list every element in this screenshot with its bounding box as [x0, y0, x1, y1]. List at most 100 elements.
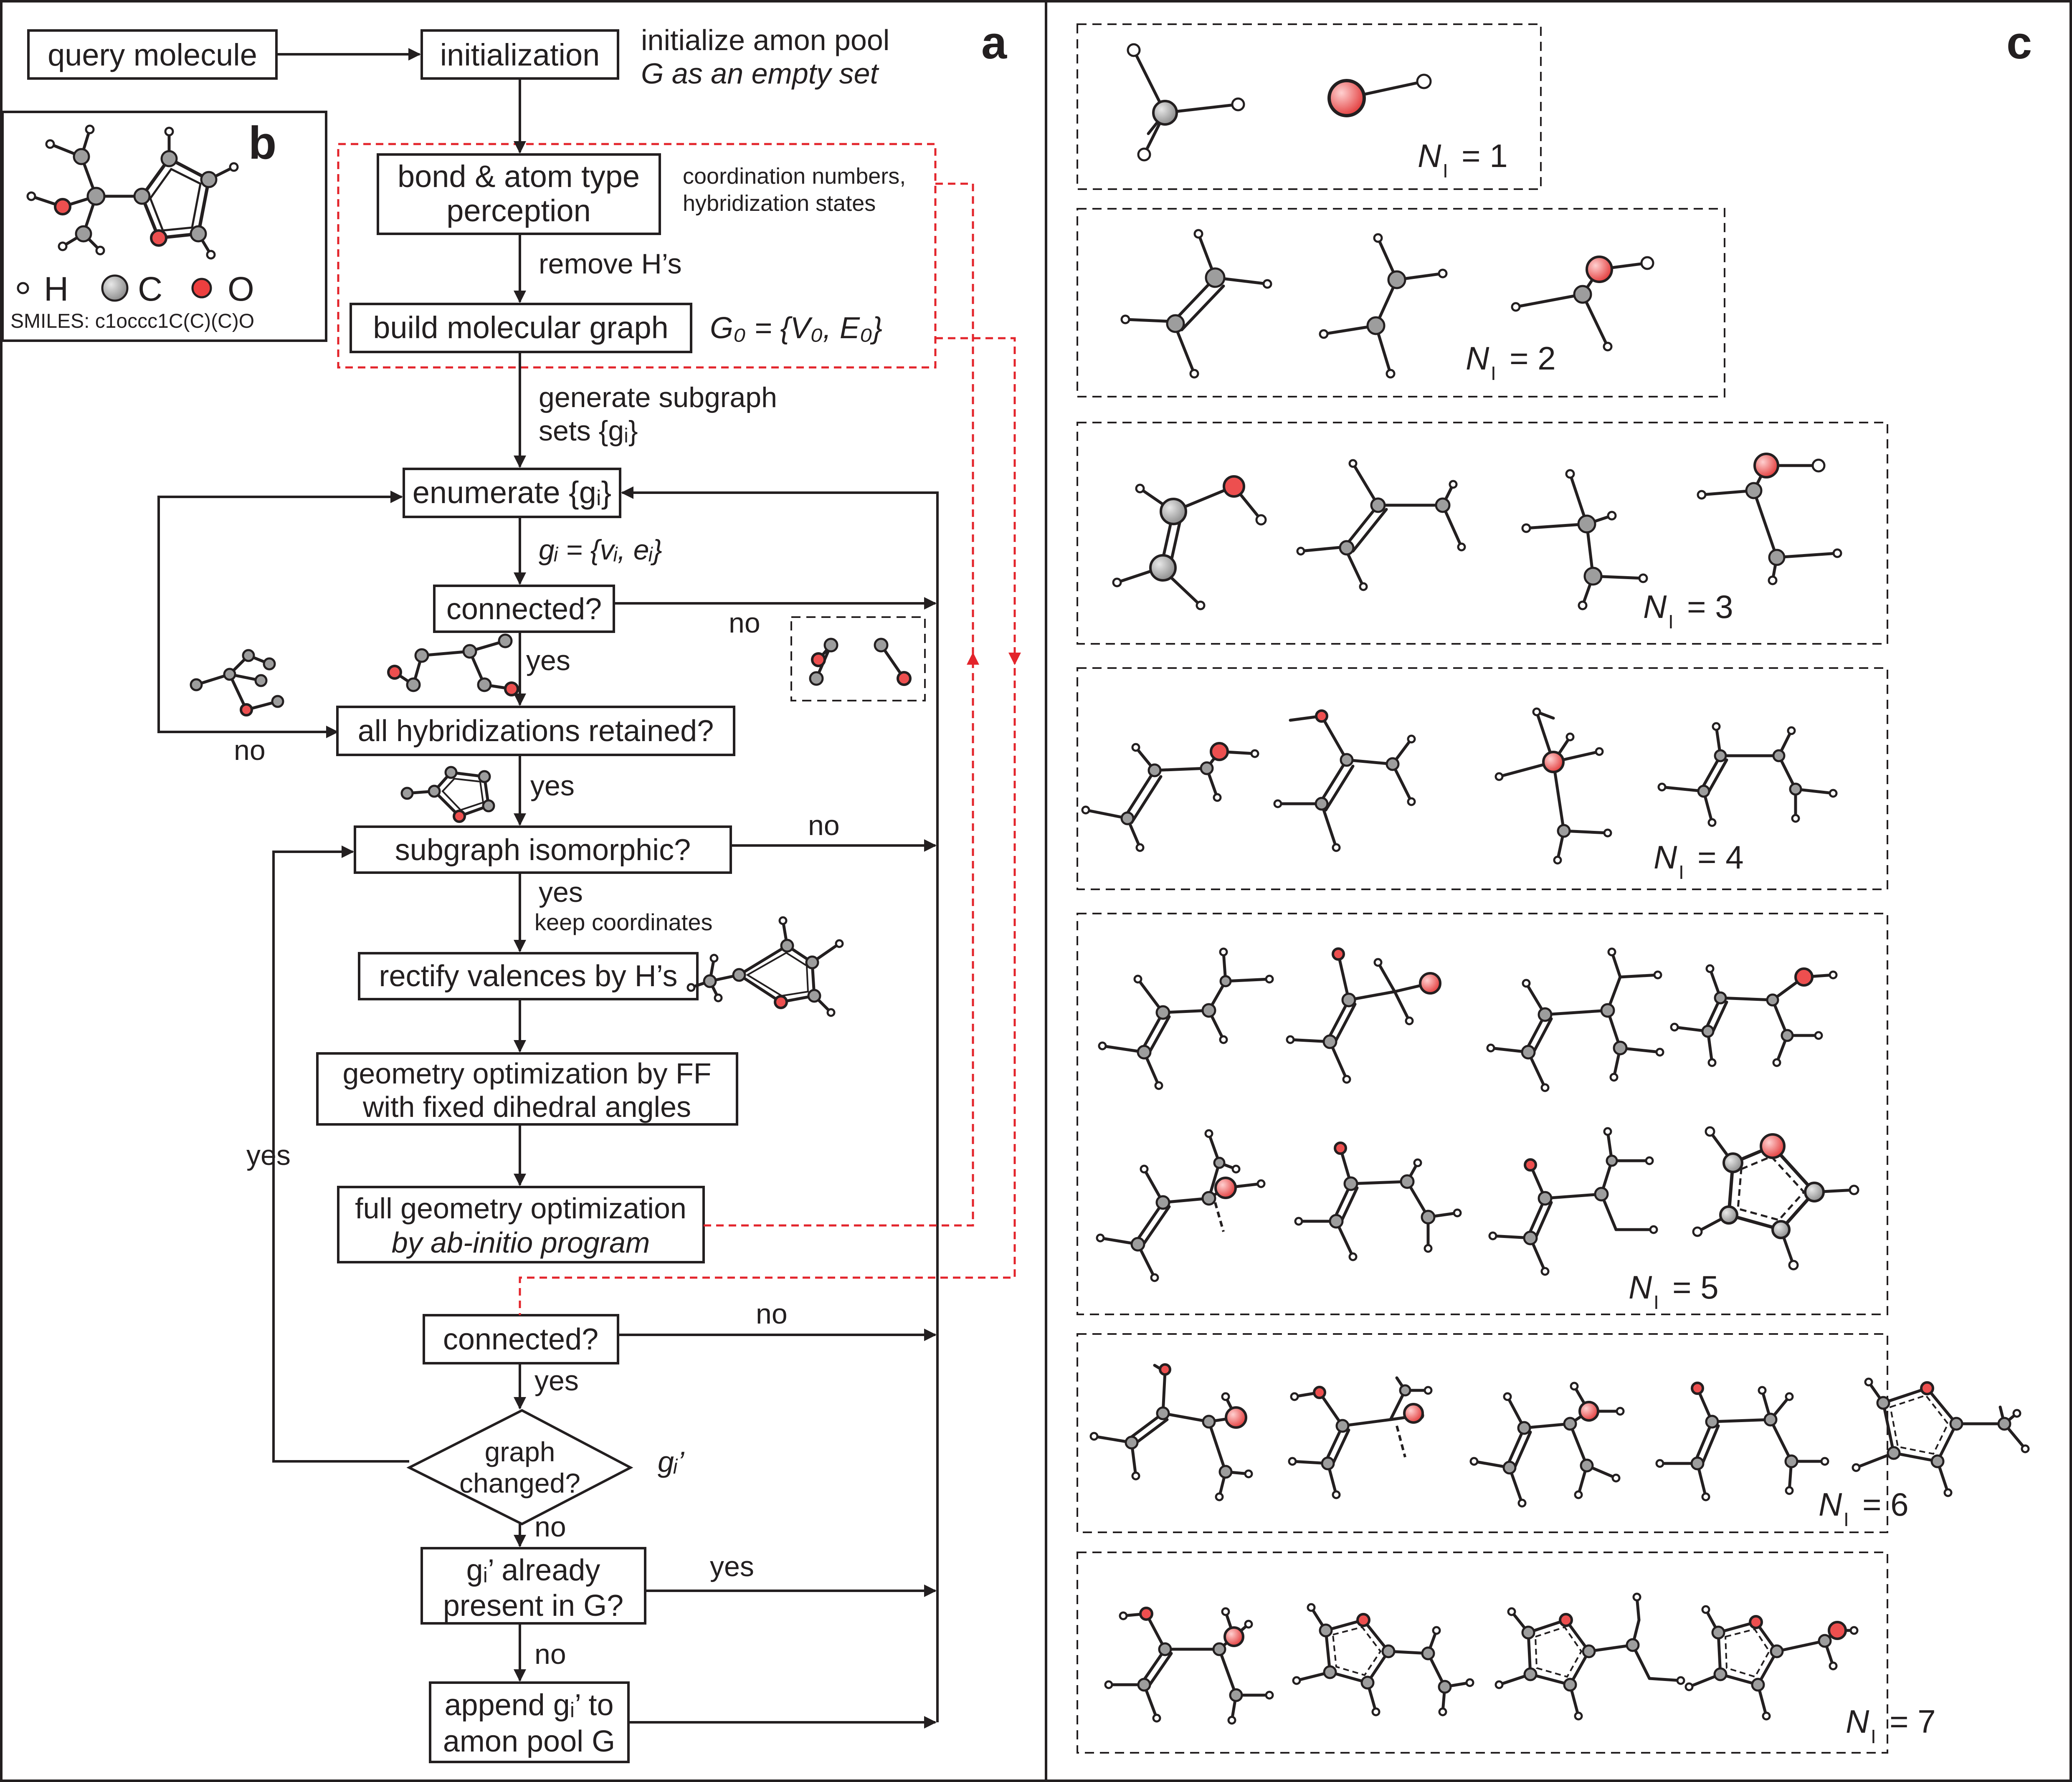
initialization-text: initialization — [440, 38, 600, 72]
generate-line2: sets {gᵢ} — [539, 415, 638, 447]
panel-letter-c: c — [2006, 17, 2032, 68]
svg-text:I: I — [1668, 611, 1674, 633]
amon-group-5 — [1077, 913, 1888, 1315]
no-label-connected-2: no — [756, 1298, 788, 1330]
panel-b-frame — [1, 111, 327, 342]
svg-text:= 6: = 6 — [1862, 1486, 1909, 1523]
amon-group-1 — [1077, 23, 1542, 190]
perception-dashed-group — [337, 143, 937, 369]
connected-text-1: connected? — [446, 592, 602, 626]
yes-label-connected-2: yes — [534, 1365, 579, 1397]
init-note-line2: G as an empty set — [641, 57, 879, 90]
geometry-ff-line1: geometry optimization by FF — [342, 1057, 711, 1090]
no-label-connected-1: no — [729, 607, 760, 639]
abinitio-line1: full geometry optimization — [355, 1192, 686, 1225]
hybridizations-box — [336, 706, 735, 756]
graph-changed-diamond — [406, 1409, 633, 1526]
level-label-6: N I = 6 — [1819, 1486, 1909, 1530]
hybridizations-text: all hybridizations retained? — [358, 714, 714, 748]
amon-group-7 — [1077, 1552, 1888, 1754]
svg-text:I: I — [1871, 1726, 1876, 1747]
append-line2: amon pool G — [443, 1725, 615, 1758]
panel-a: query molecule initialization initialize… — [27, 24, 1021, 1763]
graph-changed-line2: changed? — [459, 1468, 580, 1498]
level-label-1: N I = 1 — [1418, 137, 1508, 182]
svg-text:= 1: = 1 — [1462, 137, 1508, 174]
level-label-2: N I = 2 — [1466, 340, 1556, 384]
isomorphic-example — [400, 766, 495, 823]
not-connected-example — [790, 616, 926, 701]
svg-text:= 5: = 5 — [1672, 1269, 1719, 1306]
legend-o-marker — [191, 278, 212, 299]
no-label-isomorphic: no — [808, 810, 840, 841]
amon-group-2 — [1077, 208, 1725, 397]
graph-changed-line1: graph — [485, 1436, 555, 1467]
panel-letter-a: a — [981, 17, 1007, 68]
level-label-3: N I = 3 — [1643, 588, 1733, 633]
query-molecule-model — [26, 124, 239, 260]
svg-text:I: I — [1443, 160, 1448, 182]
init-note-line1: initialize amon pool — [641, 24, 889, 56]
already-present-line2: present in G? — [443, 1589, 623, 1623]
svg-text:N: N — [1629, 1269, 1652, 1306]
enumerate-text: enumerate {gᵢ} — [413, 475, 612, 510]
yes-label-already-present: yes — [710, 1551, 754, 1582]
svg-text:= 2: = 2 — [1510, 340, 1556, 377]
rectified-example — [686, 916, 844, 1017]
rectify-text: rectify valences by H’s — [379, 959, 678, 993]
svg-text:N: N — [1643, 588, 1667, 625]
geometry-ff-line2: with fixed dihedral angles — [362, 1091, 691, 1123]
already-present-box — [420, 1547, 646, 1625]
svg-text:= 3: = 3 — [1687, 588, 1733, 625]
panel-letter-b: b — [248, 117, 276, 169]
isomorphic-box — [354, 825, 732, 874]
perception-line1: bond & atom type — [398, 159, 640, 194]
smiles-string: SMILES: c1occc1C(C)(C)O — [10, 310, 254, 332]
panel-c: N I = 1 N I = 2 N I = 3 N I = 4 N I = 5 … — [1077, 23, 2030, 1754]
amon-group-4 — [1077, 667, 1888, 890]
build-graph-text: build molecular graph — [373, 310, 669, 345]
legend-c-label: C — [138, 270, 162, 308]
svg-text:N: N — [1466, 340, 1489, 377]
no-label-hybridizations: no — [234, 734, 266, 766]
yes-label-graph-changed: yes — [246, 1139, 291, 1171]
svg-text:I: I — [1679, 861, 1684, 883]
query-molecule-text: query molecule — [48, 38, 257, 72]
svg-text:= 7: = 7 — [1890, 1703, 1936, 1740]
legend-h-label: H — [44, 270, 68, 308]
coord-note-line2: hybridization states — [683, 191, 876, 216]
connected-example — [387, 633, 519, 696]
svg-text:N: N — [1819, 1486, 1842, 1523]
enumerate-box — [403, 468, 621, 518]
svg-text:N: N — [1654, 839, 1677, 876]
append-box — [429, 1681, 630, 1763]
geometry-ff-box — [316, 1052, 738, 1126]
level-label-7: N I = 7 — [1846, 1703, 1936, 1747]
isomorphic-text: subgraph isomorphic? — [395, 833, 691, 867]
initialization-box — [420, 29, 619, 80]
generate-line1: generate subgraph — [539, 382, 777, 413]
query-molecule-box — [27, 29, 278, 80]
connected-text-2: connected? — [443, 1323, 598, 1356]
gi-definition: gᵢ = {vᵢ, eᵢ} — [539, 534, 662, 566]
remove-h-label: remove H’s — [539, 248, 682, 280]
svg-text:N: N — [1846, 1703, 1869, 1740]
gi-prime-label: gᵢ’ — [658, 1445, 685, 1478]
abinitio-line2: by ab-initio program — [392, 1226, 650, 1259]
perception-line2: perception — [446, 193, 591, 228]
append-line1: append gᵢ’ to — [445, 1688, 614, 1722]
amon-group-6 — [1077, 1333, 1888, 1533]
g0-label: G₀ = {V₀, E₀} — [710, 311, 882, 345]
flow-connectors — [157, 48, 1021, 1729]
no-label-already-present: no — [534, 1638, 566, 1670]
svg-text:I: I — [1491, 362, 1496, 384]
perception-box — [377, 153, 661, 235]
legend-o-label: O — [228, 270, 254, 308]
svg-text:= 4: = 4 — [1697, 839, 1744, 876]
already-present-line1: gᵢ’ already — [466, 1554, 600, 1587]
legend-h-marker — [17, 282, 29, 294]
yes-label-connected-1: yes — [526, 645, 570, 676]
